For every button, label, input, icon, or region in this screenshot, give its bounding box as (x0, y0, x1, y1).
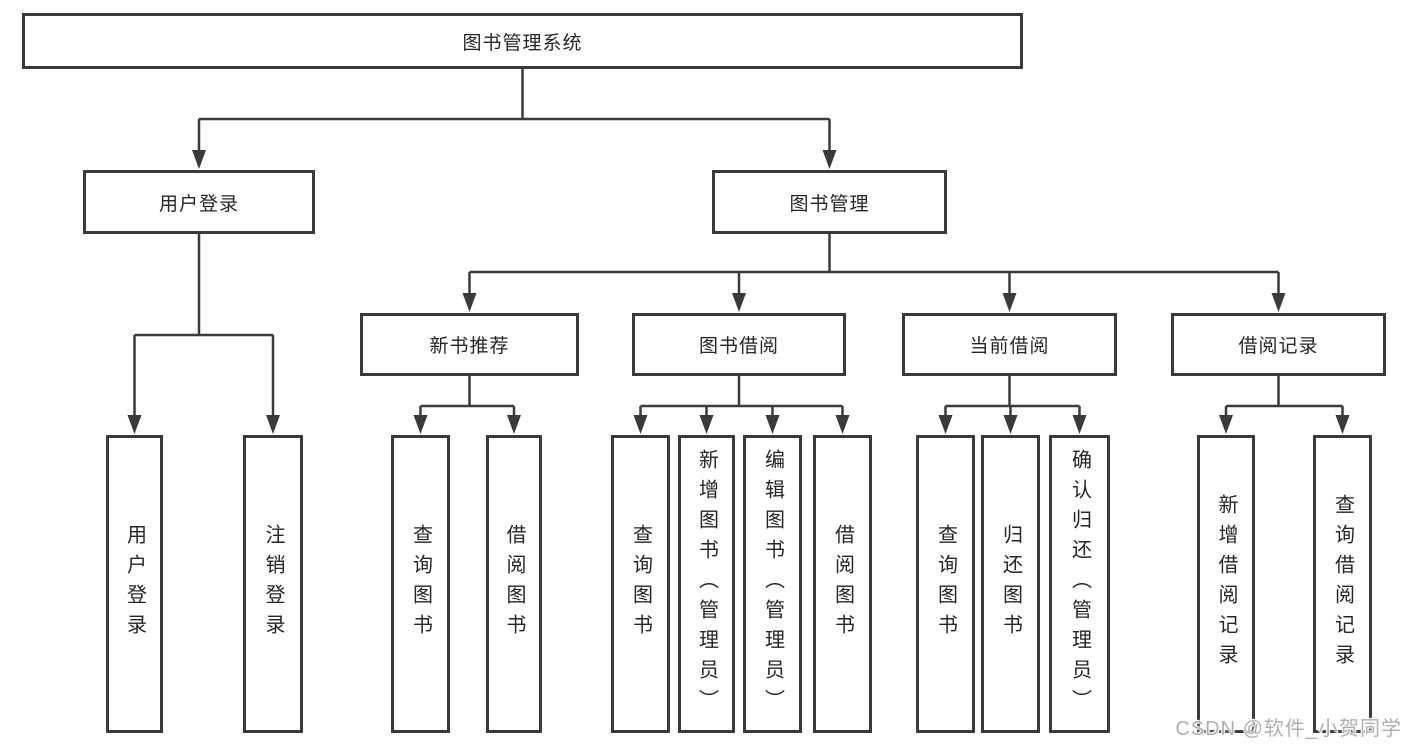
leaf-return-books: 归还图书 (981, 435, 1040, 733)
node-label: 查询图书 (934, 524, 957, 644)
leaf-query-books-recommend: 查询图书 (391, 435, 450, 733)
arrowhead-down-icon (765, 415, 780, 434)
node-label: 借阅图书 (503, 524, 525, 644)
arrowhead-down-icon (1271, 293, 1286, 312)
arrowhead-down-icon (413, 415, 428, 434)
leaf-query-borrow-record: 查询借阅记录 (1313, 435, 1372, 733)
arrowhead-down-icon (1072, 415, 1087, 434)
arrowhead-down-icon (192, 150, 206, 169)
node-label: 编辑图书（管理员） (761, 449, 784, 719)
node-label: 图书管理 (789, 193, 870, 215)
node-book-management: 图书管理 (712, 170, 947, 234)
node-label: 新书推荐 (429, 336, 510, 357)
connector-borrow-record-split (1224, 375, 1344, 420)
arrowhead-down-icon (1002, 293, 1017, 312)
node-label: 归还图书 (999, 524, 1022, 644)
leaf-borrow-books-recommend: 借阅图书 (486, 435, 542, 733)
leaf-query-books-borrow: 查询图书 (611, 435, 670, 733)
leaf-confirm-return-admin: 确认归还（管理员） (1049, 435, 1110, 733)
arrowhead-down-icon (938, 415, 953, 434)
arrowhead-down-icon (1003, 415, 1018, 434)
connector-user-login-split (133, 233, 275, 420)
connector-new-book-split (419, 375, 516, 420)
arrowhead-down-icon (732, 293, 746, 312)
connector-root-split (197, 68, 831, 155)
node-label: 图书借阅 (698, 336, 779, 357)
leaf-user-login: 用户登录 (106, 435, 163, 733)
node-library-system: 图书管理系统 (22, 13, 1023, 69)
arrowhead-down-icon (835, 415, 850, 434)
csdn-watermark: CSDN @软件_小贺同学 (1175, 718, 1402, 740)
connector-book-borrow-split (639, 375, 844, 420)
node-borrow-records: 借阅记录 (1171, 313, 1386, 376)
connector-current-borrow-split (944, 375, 1081, 420)
node-book-borrow: 图书借阅 (632, 313, 846, 376)
node-label: 查询图书 (629, 524, 652, 644)
arrowhead-down-icon (127, 415, 142, 434)
node-label: 新增借阅记录 (1215, 494, 1237, 674)
node-label: 用户登录 (158, 193, 239, 215)
node-label: 借阅图书 (831, 524, 854, 644)
leaf-edit-book-admin: 编辑图书（管理员） (743, 435, 802, 733)
arrowhead-down-icon (1335, 415, 1350, 434)
node-current-borrow: 当前借阅 (902, 313, 1117, 376)
arrowhead-down-icon (507, 415, 521, 434)
node-user-login: 用户登录 (83, 170, 315, 234)
arrowhead-down-icon (1219, 415, 1233, 434)
node-label: 注销登录 (262, 524, 284, 644)
connector-book-management-split (468, 234, 1280, 298)
node-label: 当前借阅 (969, 336, 1050, 357)
node-label: 新增图书（管理员） (695, 449, 718, 719)
leaf-query-books-current: 查询图书 (916, 435, 975, 733)
node-label: 查询图书 (409, 524, 432, 644)
node-new-book-recommend: 新书推荐 (360, 313, 579, 376)
arrowhead-down-icon (266, 415, 280, 434)
node-label: 确认归还（管理员） (1068, 449, 1091, 719)
arrowhead-down-icon (633, 415, 648, 434)
node-label: 用户登录 (123, 524, 146, 644)
arrowhead-down-icon (699, 415, 714, 434)
leaf-logout: 注销登录 (243, 435, 303, 733)
leaf-add-borrow-record: 新增借阅记录 (1197, 435, 1255, 733)
arrowhead-down-icon (822, 150, 837, 169)
node-label: 图书管理系统 (462, 32, 583, 54)
node-label: 借阅记录 (1238, 336, 1319, 357)
leaf-borrow-books: 借阅图书 (813, 435, 872, 733)
leaf-add-book-admin: 新增图书（管理员） (678, 435, 735, 733)
node-label: 查询借阅记录 (1331, 494, 1354, 674)
arrowhead-down-icon (462, 293, 477, 312)
